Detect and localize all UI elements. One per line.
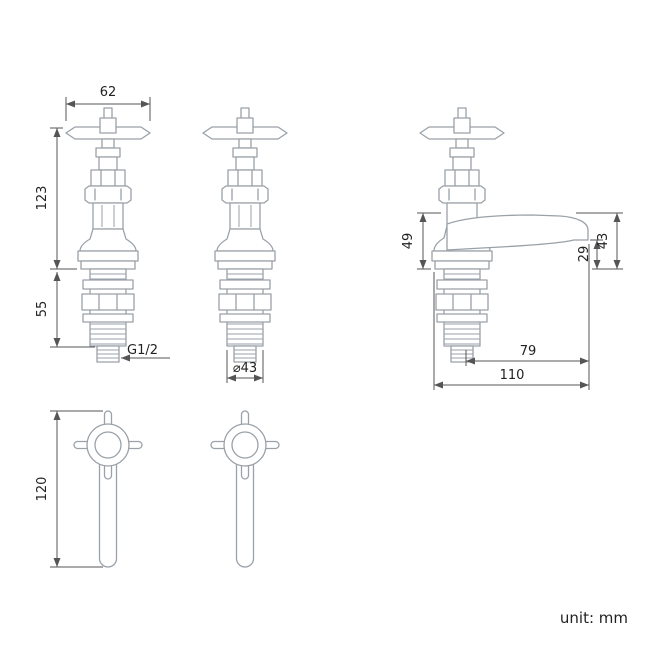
dim-spout-reach: 79 [465,244,590,390]
dim-overall-depth: 110 [433,272,589,390]
dim-spout-top-height-label: 43 [596,233,611,250]
dim-spout-reach-label: 79 [520,344,537,359]
dim-thread-size-label: G1/2 [127,343,158,358]
dim-shank-length-label: 55 [35,301,50,318]
dim-base-diameter: ⌀43 [226,350,264,383]
dim-handle-width: 62 [65,85,151,121]
top-view-handle-1 [73,410,143,568]
dim-outlet-height-label: 29 [577,246,592,263]
dim-shank-length: 55 [35,272,95,348]
dim-handle-width-label: 62 [100,85,117,100]
side-view-tap [419,107,589,363]
dim-handle-length: 120 [35,410,103,568]
dim-spout-height-label: 49 [401,233,416,250]
dim-overall-depth-label: 110 [500,368,525,383]
top-view-handle-2 [210,410,280,568]
side-view-spout [446,214,589,251]
dim-spout-height: 49 [401,212,441,270]
dim-body-height-label: 123 [35,186,50,211]
unit-note: unit: mm [560,609,628,627]
dim-thread-size: G1/2 [121,343,170,362]
front-view-tap-1 [66,108,150,362]
dim-spout-top-height: 43 [576,212,623,270]
dim-body-height: 123 [35,127,77,270]
dim-handle-length-label: 120 [35,477,50,502]
dim-base-diameter-label: ⌀43 [233,361,257,376]
front-view-tap-2 [203,108,287,362]
dim-outlet-height: 29 [577,239,603,269]
